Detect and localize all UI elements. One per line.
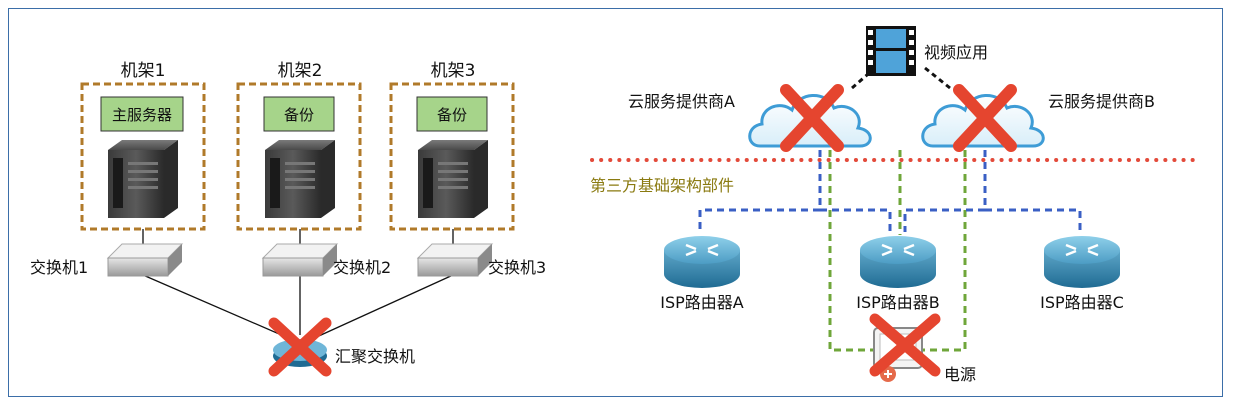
server-icon <box>418 140 488 218</box>
router-icon <box>1044 236 1120 288</box>
router-label-a: ISP路由器A <box>660 293 744 312</box>
x-failure-icon <box>869 313 941 377</box>
x-failure-icon <box>268 317 332 377</box>
x-failure-icon <box>953 84 1017 152</box>
rack-label: 机架3 <box>431 61 476 81</box>
switch-icon <box>261 243 339 277</box>
video-icon <box>866 26 916 76</box>
third-party-label: 第三方基础架构部件 <box>590 176 734 195</box>
rack-label: 机架2 <box>278 61 323 81</box>
server-role-label: 备份 <box>284 106 314 124</box>
rack-2: 机架2 备份 <box>236 61 362 231</box>
link-switch3-aggregation <box>309 274 454 341</box>
link-cloudB-video <box>924 66 951 90</box>
switch-label-2: 交换机2 <box>333 258 391 277</box>
router-label-c: ISP路由器C <box>1040 293 1124 312</box>
diagram-frame <box>8 8 1223 397</box>
server-role-box <box>416 96 488 132</box>
rack-3: 机架3 备份 <box>389 61 515 231</box>
switch-label-3: 交换机3 <box>488 258 546 277</box>
server-role-label: 主服务器 <box>112 106 172 124</box>
cloud-label-b: 云服务提供商B <box>1048 92 1155 111</box>
server-icon <box>265 140 335 218</box>
rack-label: 机架1 <box>121 61 166 81</box>
server-role-box <box>263 96 335 132</box>
server-role-label: 备份 <box>437 106 467 124</box>
switch-icon <box>106 243 184 277</box>
server-role-box <box>100 96 184 132</box>
server-icon <box>108 140 178 218</box>
router-label-b: ISP路由器B <box>856 293 940 312</box>
power-label: 电源 <box>944 365 976 384</box>
rack-1: 机架1 主服务器 <box>80 61 206 231</box>
switch-label-1: 交换机1 <box>30 258 88 277</box>
network-links <box>698 150 1082 232</box>
aggregation-switch-label: 汇聚交换机 <box>335 347 415 366</box>
cloud-label-a: 云服务提供商A <box>628 92 735 111</box>
link-switch1-aggregation <box>142 274 294 341</box>
router-icon <box>860 236 936 288</box>
switch-icon <box>416 243 494 277</box>
x-failure-icon <box>780 84 844 152</box>
video-app-label: 视频应用 <box>924 43 988 62</box>
router-icon <box>664 236 740 288</box>
